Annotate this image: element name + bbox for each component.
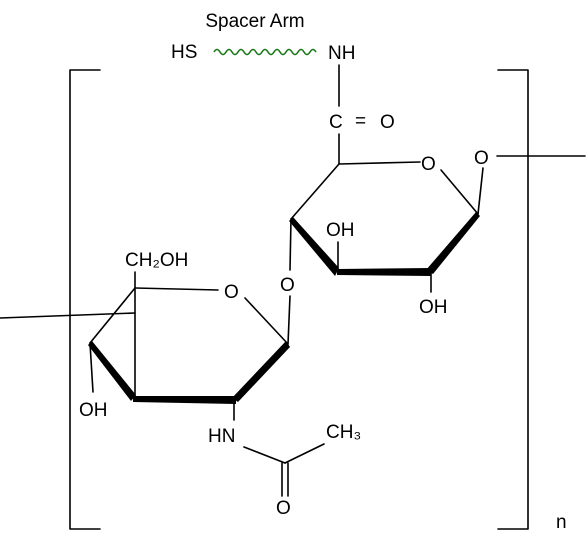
ch2oh-label: CH₂OH (125, 250, 188, 271)
ring1-c4-c5-bond (89, 287, 136, 344)
ring2-oh-upper-label: OH (326, 220, 355, 241)
left-bracket (69, 69, 101, 530)
oglyco-ring1-c1-bond (287, 295, 291, 345)
ring2-c3-c4-wedge (289, 217, 339, 276)
thiol-label: HS (171, 42, 197, 63)
ring2-c2-c3-wedge (337, 268, 431, 276)
spacer-arm-label: Spacer Arm (205, 11, 304, 32)
glycosidic-oxygen-right-label: O (474, 148, 489, 169)
amide-nh-label: NH (328, 43, 355, 64)
ring2-c5-o-bond (338, 161, 421, 165)
ring1-c1-c2-wedge (232, 341, 290, 402)
ring1-oxygen-label: O (224, 282, 239, 303)
spacer-arm-wave (213, 48, 317, 56)
ring2-c4-oglyco-bond (289, 218, 292, 271)
ring1-oh-label: OH (79, 400, 108, 421)
ring1-o-c1-bond (244, 297, 289, 345)
ring1-c3-c4-wedge (88, 341, 136, 401)
ring1-c2-c3-wedge (133, 396, 236, 404)
carbonyl-oxygen-label: O (380, 112, 395, 133)
ring2-oh-lower-label: OH (419, 297, 448, 318)
double-bond-label: = (355, 111, 366, 132)
ring2-o-c1-bond (440, 169, 479, 215)
nh-acyl-bond (243, 446, 286, 464)
chain-bond-left (0, 312, 136, 319)
acetyl-oxygen-label: O (276, 498, 291, 519)
ring2-c4-c5-bond (290, 163, 340, 220)
acyl-methyl-bond (284, 443, 325, 464)
ring1-c5-o-bond (134, 287, 219, 291)
carbonyl-carbon-label: C (329, 112, 343, 133)
ring2-c1-oglyco-bond (477, 167, 484, 215)
methyl-label: CH₃ (326, 422, 361, 443)
right-bracket (497, 69, 529, 530)
acetamido-hn-label: HN (208, 426, 235, 447)
ring1-c4-oh-bond (89, 342, 94, 393)
ring2-c1-c2-wedge (426, 212, 480, 274)
repeat-count-label: n (556, 512, 567, 533)
glycosidic-oxygen-middle-label: O (280, 275, 295, 296)
ring2-oxygen-label: O (421, 154, 436, 175)
